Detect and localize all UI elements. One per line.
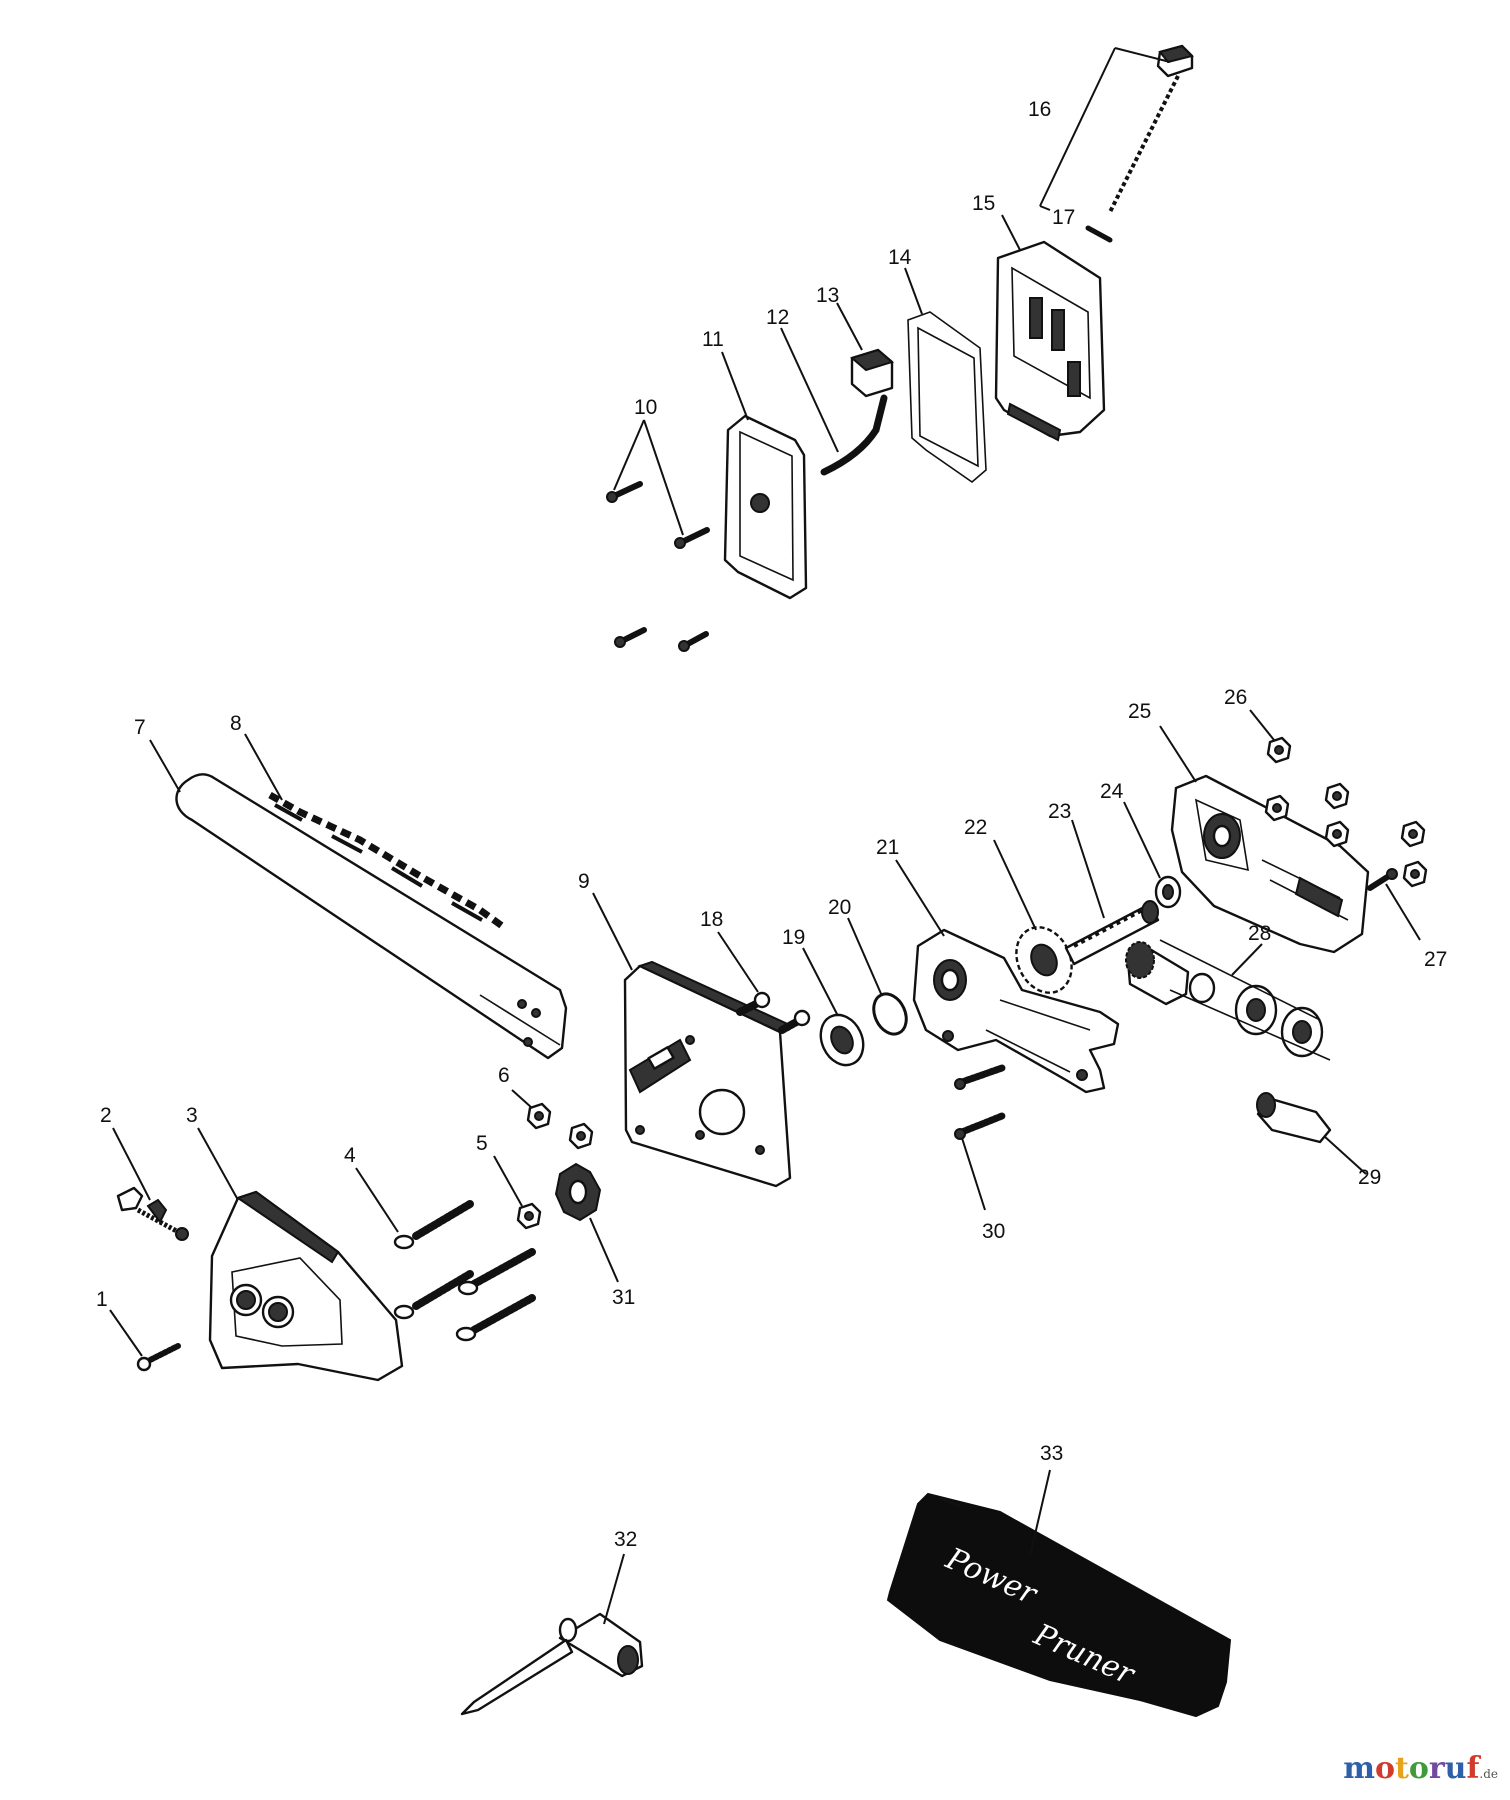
screw-27: [1367, 868, 1398, 891]
watermark-suffix: .de: [1479, 1767, 1498, 1781]
clutch-drum-28: [1125, 939, 1331, 1061]
bar-cover-33: Power Pruner: [886, 1492, 1232, 1718]
watermark-letter: o: [1408, 1751, 1429, 1786]
callout-33: 33: [1040, 1442, 1063, 1465]
callout-10: 10: [634, 396, 657, 419]
callout-20: 20: [828, 896, 851, 919]
chain-tensioner-2: [116, 1186, 189, 1241]
tank-cover-11: [723, 414, 808, 600]
guide-bar-7: [175, 773, 568, 1060]
guide-plate-9: [623, 960, 795, 1188]
callout-13: 13: [816, 284, 839, 307]
bolt-30a: [954, 1064, 1006, 1090]
bolt-4b: [393, 1270, 474, 1320]
callout-4: 4: [344, 1144, 356, 1167]
callout-29: 29: [1358, 1166, 1381, 1189]
bolt-4c: [457, 1248, 536, 1296]
callout-3: 3: [186, 1104, 198, 1127]
screw-lower-b: [678, 631, 709, 652]
callout-9: 9: [578, 870, 590, 893]
saw-chain-8: [268, 791, 508, 931]
watermark-letter: o: [1374, 1751, 1395, 1786]
callout-26: 26: [1224, 686, 1247, 709]
callout-21: 21: [876, 836, 899, 859]
bolt-4d: [455, 1294, 536, 1342]
callout-28: 28: [1248, 922, 1271, 945]
callout-27: 27: [1424, 948, 1447, 971]
bearing-19: [819, 1013, 865, 1067]
oil-tank-15: [994, 240, 1106, 442]
callout-11: 11: [702, 328, 724, 351]
o-ring-20: [872, 992, 908, 1036]
nut-5: [516, 1202, 542, 1230]
callout-31: 31: [612, 1286, 635, 1309]
oil-filter-13: [849, 348, 895, 398]
gasket-14: [907, 311, 987, 484]
nut-25b: [1324, 782, 1350, 810]
watermark-letter: r: [1428, 1751, 1445, 1786]
nut-27b: [1402, 860, 1428, 888]
nut-6a: [526, 1102, 552, 1130]
pin-17: [1085, 225, 1113, 243]
nut-6b: [568, 1122, 594, 1150]
bolt-18b: [778, 1009, 811, 1034]
callout-19: 19: [782, 926, 805, 949]
callout-18: 18: [700, 908, 723, 931]
callout-30: 30: [982, 1220, 1005, 1243]
watermark-letter: t: [1394, 1751, 1409, 1786]
watermark-letter: u: [1444, 1751, 1467, 1786]
drive-shaft-23: [1064, 900, 1160, 966]
callout-2: 2: [100, 1104, 112, 1127]
screw-1: [136, 1343, 181, 1372]
callout-6: 6: [498, 1064, 510, 1087]
watermark-letter: m: [1343, 1751, 1375, 1786]
callout-25: 25: [1128, 700, 1151, 723]
watermark-logo: motoruf.de: [1343, 1751, 1498, 1786]
callout-7: 7: [134, 716, 146, 739]
callout-15: 15: [972, 192, 995, 215]
callout-12: 12: [766, 306, 789, 329]
nut-25c: [1324, 820, 1350, 848]
callout-24: 24: [1100, 780, 1124, 803]
screw-10b: [674, 527, 710, 549]
callout-8: 8: [230, 712, 242, 735]
oil-cap-16: [1108, 44, 1194, 213]
callout-17: 17: [1052, 206, 1075, 229]
gear-cover-25: [1170, 774, 1370, 954]
screw-10a: [606, 481, 643, 503]
callout-22: 22: [964, 816, 987, 839]
nut-27a: [1400, 820, 1426, 848]
callout-5: 5: [476, 1132, 488, 1155]
bolt-18a: [736, 991, 771, 1016]
sleeve-29: [1256, 1092, 1332, 1144]
callout-32: 32: [614, 1528, 637, 1551]
watermark-text: motoruf: [1343, 1751, 1479, 1786]
bearing-24: [1154, 875, 1182, 909]
sprocket-cover-3: [208, 1190, 404, 1382]
combination-wrench-32: [460, 1612, 644, 1716]
watermark-letter: f: [1466, 1751, 1480, 1786]
sprocket-31: [554, 1162, 602, 1222]
callout-23: 23: [1048, 800, 1071, 823]
nut-25a: [1264, 794, 1290, 822]
screw-lower-a: [614, 627, 647, 648]
bolt-30b: [954, 1112, 1006, 1140]
callout-14: 14: [888, 246, 912, 269]
callout-1: 1: [96, 1288, 108, 1311]
bolt-4a: [393, 1200, 474, 1250]
nut-26: [1266, 736, 1292, 764]
callout-16: 16: [1028, 98, 1051, 121]
oil-hose-12: [820, 394, 888, 476]
gear-housing-21: [912, 928, 1120, 1094]
